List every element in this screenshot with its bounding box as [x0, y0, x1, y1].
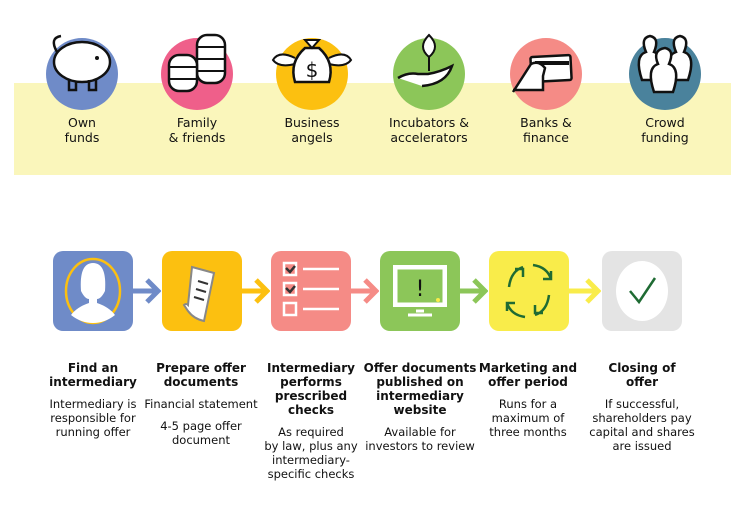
document-icon [182, 265, 216, 323]
step-description: Financial statement [144, 397, 258, 411]
source-label: Incubators & accelerators [389, 115, 469, 145]
source-business-angels: $ Business angels [252, 30, 372, 145]
hand-card-icon [510, 38, 582, 110]
step-closing [602, 251, 682, 331]
crowd-icon [629, 34, 701, 110]
checklist-icon [282, 261, 339, 317]
source-label: Own funds [64, 115, 100, 145]
piggy-bank-icon [46, 34, 118, 110]
source-label: Family & friends [168, 115, 226, 145]
source-banks: Banks & finance [486, 30, 606, 145]
step-title: Find an intermediary [49, 361, 137, 389]
cycle-icon [505, 263, 553, 319]
step-title: Prepare offer documents [156, 361, 246, 389]
source-label: Banks & finance [520, 115, 572, 145]
step-description: If successful, shareholders pay capital … [589, 397, 695, 453]
step-description: Runs for a maximum of three months [489, 397, 567, 439]
step-description: Intermediary is responsible for running … [49, 397, 137, 439]
arrow-icon [460, 278, 488, 304]
source-label: Business angels [284, 115, 340, 145]
hand-plant-icon [393, 33, 465, 110]
step-text-6: Closing of offer If successful, sharehold… [583, 361, 701, 453]
step-description: Available for investors to review [365, 425, 475, 453]
step-title: Intermediary performs prescribed checks [267, 361, 355, 417]
arrow-icon [242, 278, 270, 304]
coins-icon [161, 33, 233, 110]
svg-text:!: ! [416, 277, 425, 302]
step-description: As required by law, plus any intermediar… [264, 425, 358, 481]
checkmark-icon [616, 261, 668, 321]
source-incubators: Incubators & accelerators [369, 30, 489, 145]
arrow-icon [351, 278, 379, 304]
funding-sources-band [14, 83, 731, 175]
monitor-icon: ! [393, 265, 447, 317]
step-marketing [489, 251, 569, 331]
svg-text:$: $ [306, 58, 319, 82]
source-family-friends: Family & friends [137, 30, 257, 145]
step-prepare-documents [162, 251, 242, 331]
step-title: Closing of offer [608, 361, 676, 389]
step-description: 4-5 page offer document [160, 419, 242, 447]
source-label: Crowd funding [641, 115, 689, 145]
source-own-funds: Own funds [22, 30, 142, 145]
step-checks [271, 251, 351, 331]
arrow-icon [133, 278, 161, 304]
step-published: ! [380, 251, 460, 331]
step-find-intermediary [53, 251, 133, 331]
arrow-icon [569, 278, 601, 304]
person-icon [64, 257, 122, 325]
step-title: Offer documents published on intermediar… [363, 361, 477, 417]
money-bag-wings-icon: $ [271, 38, 353, 110]
step-text-4: Offer documents published on intermediar… [361, 361, 479, 453]
source-crowd-funding: Crowd funding [605, 30, 725, 145]
step-title: Marketing and offer period [478, 361, 578, 389]
